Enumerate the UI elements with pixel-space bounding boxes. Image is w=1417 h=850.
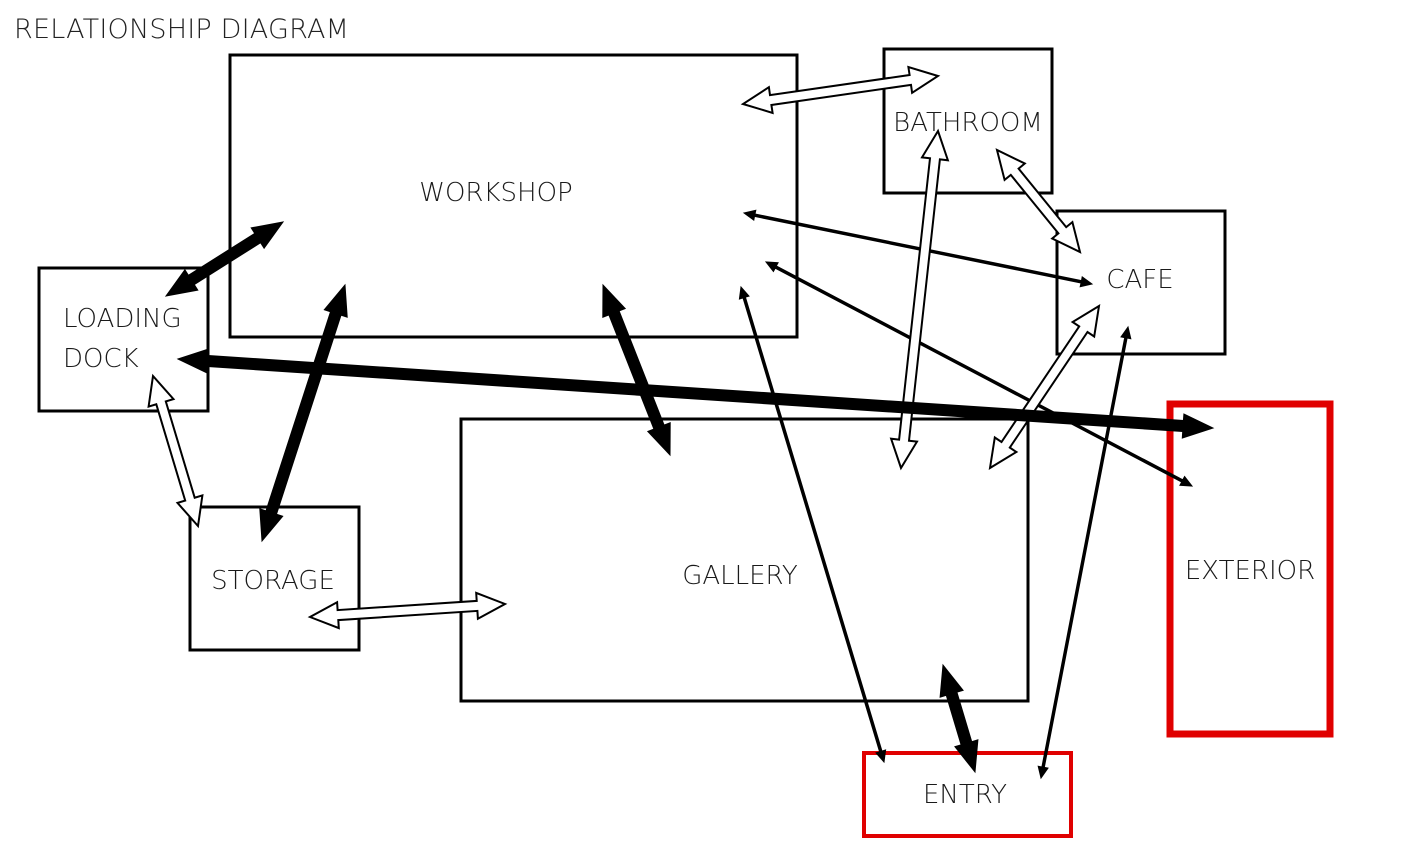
relationship-arrow-storage-gallery (307, 591, 508, 630)
relationship-arrow-gallery-entry (939, 663, 979, 774)
node-box-exterior (1166, 400, 1334, 738)
node-label-exterior: EXTERIOR (1185, 556, 1315, 586)
node-exterior: EXTERIOR (1166, 400, 1334, 738)
node-gallery: GALLERY (459, 417, 1030, 703)
node-box-workshop (228, 53, 799, 339)
relationship-arrow-bathroom-gallery (889, 128, 950, 471)
node-storage: STORAGE (188, 505, 361, 652)
relationship-arrow-cafe-gallery (988, 304, 1101, 470)
relationship-arrow-workshop-storage (259, 283, 348, 543)
node-box-bathroom (882, 47, 1054, 195)
node-label-gallery: GALLERY (682, 561, 798, 591)
relationship-arrow-workshop-bathroom (740, 65, 941, 115)
node-label-bathroom: BATHROOM (893, 108, 1043, 138)
relationship-arrow-workshop-entry (738, 285, 887, 764)
node-entry: ENTRY (862, 751, 1073, 838)
node-box-gallery (459, 417, 1030, 703)
relationship-arrow-workshop-gallery (602, 283, 671, 457)
node-label-entry: ENTRY (923, 780, 1007, 810)
node-bathroom: BATHROOM (882, 47, 1054, 195)
relationship-arrow-workshop-exterior (764, 261, 1194, 487)
node-label-cafe: CAFE (1106, 265, 1173, 295)
relationship-arrow-cafe-entry (1037, 325, 1132, 780)
node-workshop: WORKSHOP (228, 53, 799, 339)
node-loading-dock: LOADING DOCK (37, 266, 210, 413)
nodes: WORKSHOP BATHROOM LOADING DOCK CAFE GALLERY ST… (37, 47, 1334, 838)
relationship-arrow-workshop-loading-dock (164, 221, 285, 297)
node-label-storage: STORAGE (211, 566, 335, 596)
node-box-cafe (1055, 209, 1227, 356)
relationship-arrow-bathroom-cafe (995, 148, 1082, 254)
node-cafe: CAFE (1055, 209, 1227, 356)
relationship-arrow-loading-dock-exterior (176, 348, 1215, 439)
node-box-loading-dock (37, 266, 210, 413)
relationship-arrow-loading-dock-storage (147, 373, 204, 529)
relationship-arrow-workshop-cafe (742, 209, 1094, 288)
page-title: RELATIONSHIP DIAGRAM (14, 14, 350, 45)
node-label-loading-dock: LOADING (63, 304, 182, 334)
node-label-workshop: WORKSHOP (419, 178, 573, 208)
node-label-loading-dock: DOCK (63, 344, 139, 374)
relationships (147, 65, 1215, 780)
